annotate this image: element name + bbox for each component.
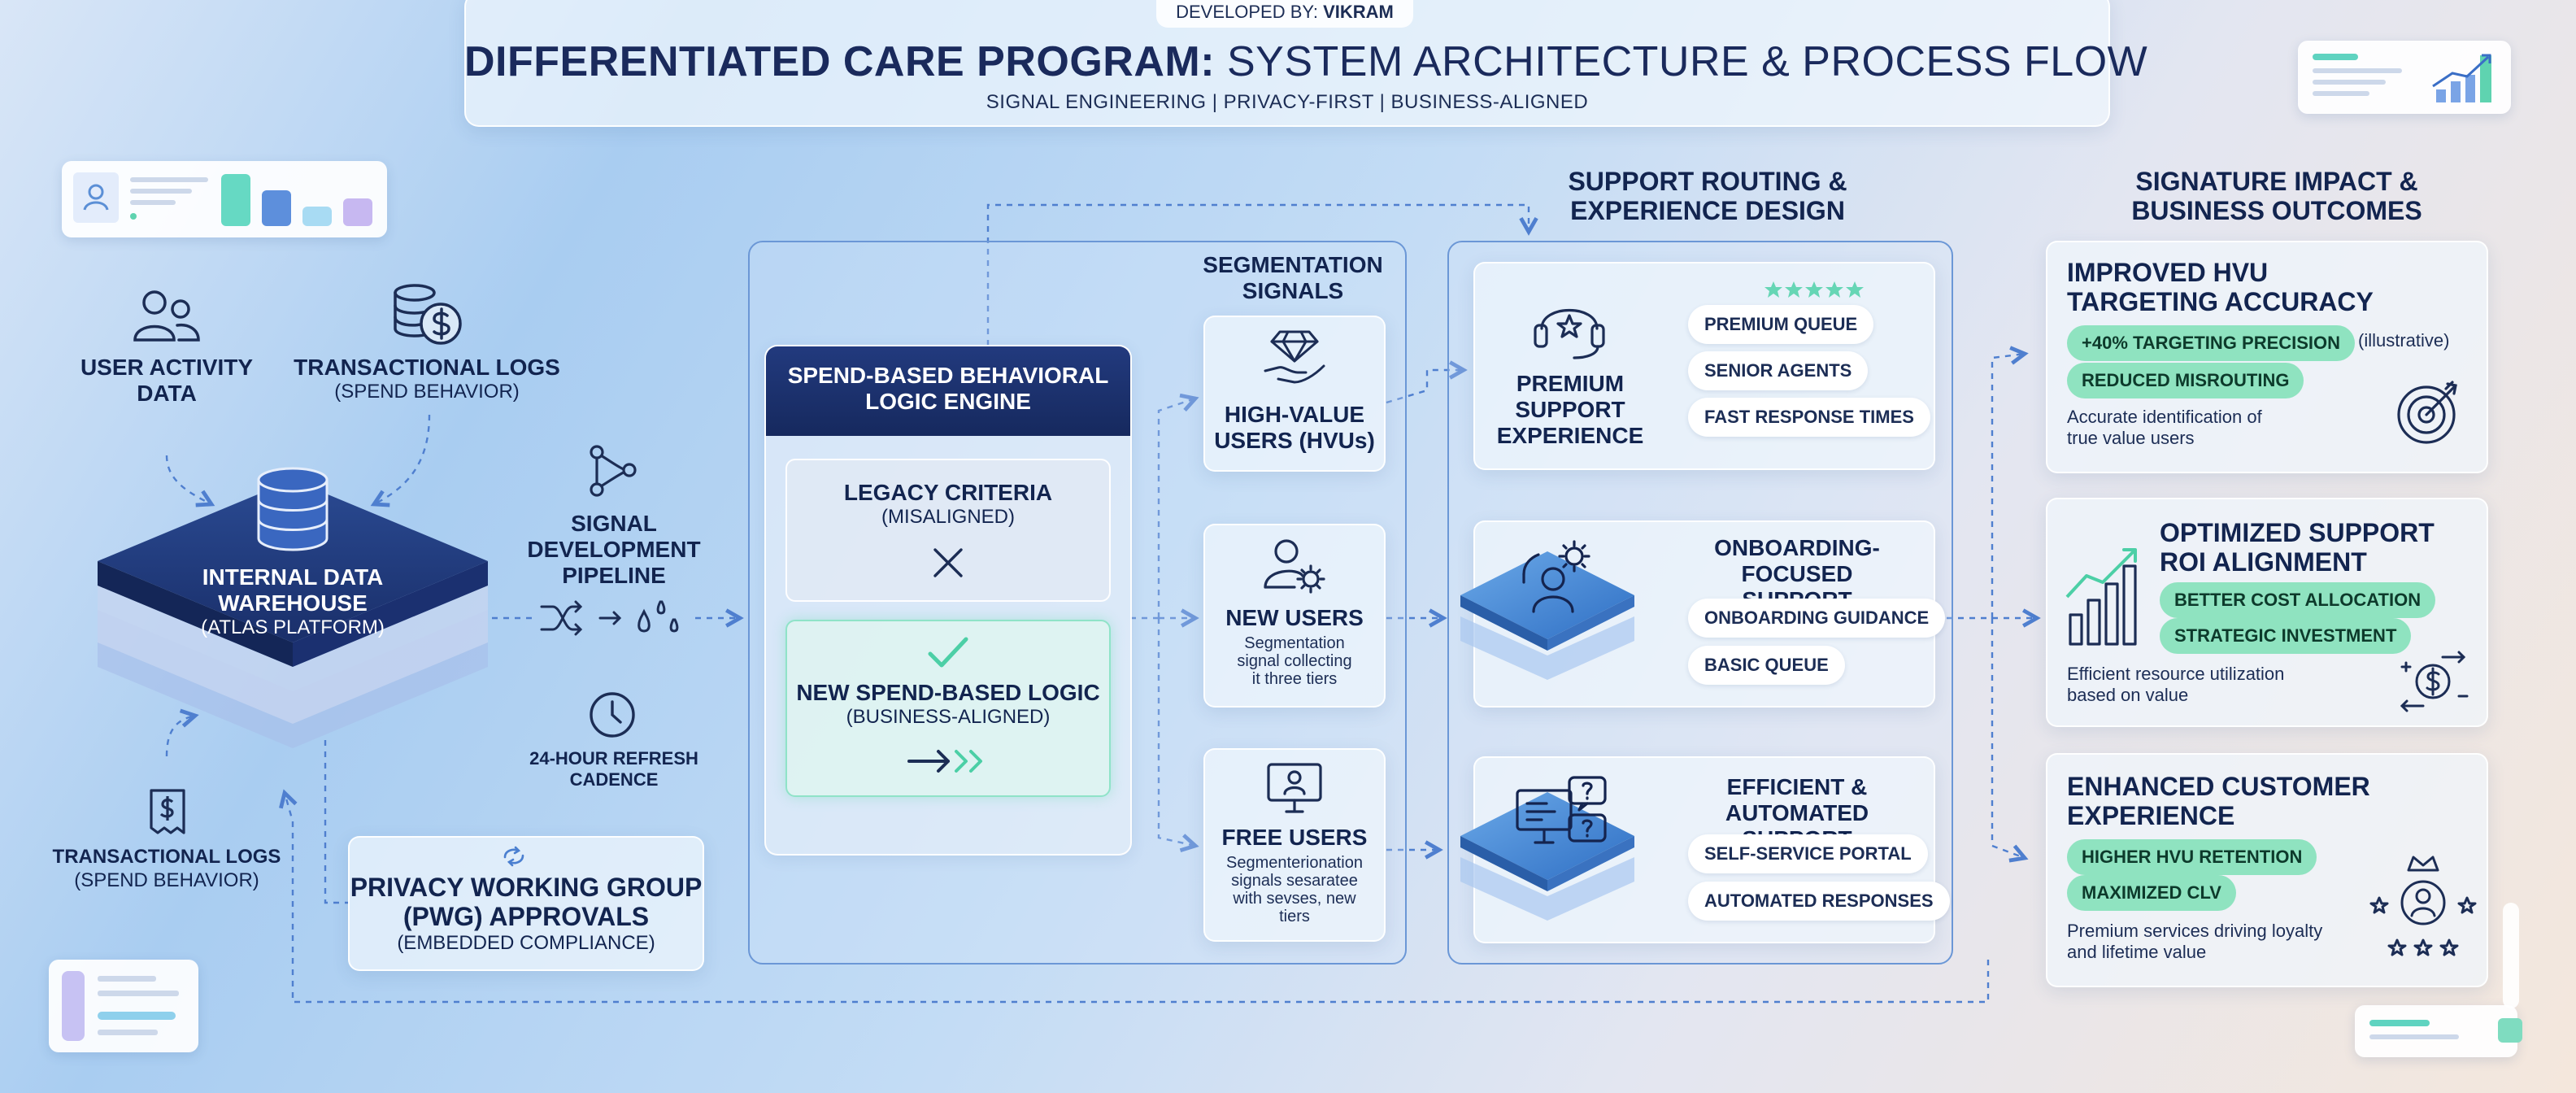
checkmark-icon — [928, 637, 968, 668]
decor-toggle-card-icon — [2369, 1018, 2522, 1043]
warehouse-label: INTERNAL DATA WAREHOUSE (ATLAS PLATFORM) — [201, 564, 385, 639]
database-icon — [257, 467, 329, 551]
legacy-criteria-label: LEGACY CRITERIA (MISALIGNED) — [843, 480, 1053, 529]
decor-widget-bottom-left — [49, 960, 198, 1052]
x-mark-icon — [933, 548, 963, 577]
pill-premium-queue: PREMIUM QUEUE — [1688, 305, 1874, 344]
pipeline-flow-icons — [540, 600, 679, 636]
clock-icon — [590, 692, 635, 738]
segmentation-title: SEGMENTATION SIGNALS — [1203, 252, 1383, 304]
monitor-user-icon — [1267, 763, 1322, 813]
pill-cost-allocation: BETTER COST ALLOCATION — [2160, 582, 2436, 618]
onboarding-platform — [1460, 551, 1634, 680]
segment-card-free-users — [1203, 748, 1386, 942]
routing-efficient-label: EFFICIENT & AUTOMATED SUPPORT — [1725, 774, 1869, 851]
pill-fast-response: FAST RESPONSE TIMES — [1688, 398, 1930, 437]
pwg-card — [348, 836, 704, 971]
outcome-roi-desc: Efficient resource utilization based on … — [2067, 664, 2285, 706]
outcome-experience-desc: Premium services driving loyalty and lif… — [2067, 921, 2323, 963]
decor-slider-bar — [2503, 903, 2519, 1008]
outcome-roi-title: OPTIMIZED SUPPORT ROI ALIGNMENT — [2160, 518, 2435, 577]
segment-card-new-users — [1203, 524, 1386, 708]
pill-senior-agents: SENIOR AGENTS — [1688, 351, 1869, 390]
new-logic-card — [785, 620, 1111, 797]
segment-new-users-desc: Segmentation signal collecting it three … — [1237, 634, 1352, 688]
chat-monitor-icon — [1516, 776, 1607, 844]
decor-trend-chart-icon — [2313, 54, 2491, 102]
segment-free-users-desc: Segmenterionation signals sesaratee with… — [1226, 854, 1363, 925]
pill-basic-queue: BASIC QUEUE — [1688, 646, 1845, 685]
outcome-targeting-title: IMPROVED HVU TARGETING ACCURACY — [2067, 258, 2374, 316]
headset-star-icon — [1534, 308, 1605, 359]
legacy-criteria-card — [785, 459, 1111, 602]
pill-reduced-misrouting: REDUCED MISROUTING — [2067, 363, 2304, 398]
pill-maximized-clv: MAXIMIZED CLV — [2067, 875, 2236, 911]
pill-automated-responses: AUTOMATED RESPONSES — [1688, 882, 1950, 921]
segment-free-users-label: FREE USERS — [1221, 825, 1368, 850]
crowned-user-stars-icon — [2369, 856, 2477, 956]
routing-premium-label: PREMIUM SUPPORT EXPERIENCE — [1496, 371, 1644, 449]
receipt-icon — [150, 789, 185, 834]
developed-by: DEVELOPED BY: VIKRAM — [1156, 0, 1413, 28]
growth-chart-icon — [2065, 548, 2137, 646]
outcomes-title: SIGNATURE IMPACT & BUSINESS OUTCOMES — [2131, 167, 2422, 225]
page-subtitle: SIGNAL ENGINEERING | PRIVACY-FIRST | BUS… — [986, 91, 1589, 113]
pill-onboarding-guidance: ONBOARDING GUIDANCE — [1688, 599, 1946, 638]
decor-list-card-icon — [62, 971, 179, 1041]
illustrative-note: (illustrative) — [2358, 330, 2450, 351]
routing-title: SUPPORT ROUTING & EXPERIENCE DESIGN — [1568, 167, 1847, 225]
source-transactional-logs-top: TRANSACTIONAL LOGS (SPEND BEHAVIOR) — [294, 355, 560, 403]
five-stars-icon — [1764, 281, 1864, 298]
droplets-icon — [637, 600, 679, 633]
source-transactional-logs-bottom: TRANSACTIONAL LOGS (SPEND BEHAVIOR) — [52, 846, 281, 891]
pill-strategic-investment: STRATEGIC INVESTMENT — [2160, 618, 2412, 654]
outcome-targeting-desc: Accurate identification of true value us… — [2067, 407, 2262, 449]
user-gear-icon — [1264, 539, 1325, 594]
target-icon — [2397, 381, 2457, 444]
decor-widget-top-right — [2298, 41, 2511, 114]
segment-hvu-label: HIGH-VALUE USERS (HVUs) — [1214, 402, 1375, 454]
decor-widget-bottom-right — [2355, 1005, 2522, 1057]
pill-hvu-retention: HIGHER HVU RETENTION — [2067, 839, 2317, 875]
segment-new-users-label: NEW USERS — [1225, 605, 1364, 630]
shuffle-icon — [540, 600, 583, 636]
forward-arrows-icon — [907, 750, 982, 773]
money-exchange-icon — [2400, 651, 2469, 712]
logic-engine-header — [766, 346, 1130, 436]
outcome-experience-title: ENHANCED CUSTOMER EXPERIENCE — [2067, 772, 2370, 830]
refresh-cadence: 24-HOUR REFRESH CADENCE — [529, 748, 698, 790]
new-logic-label: NEW SPEND-BASED LOGIC (BUSINESS-ALIGNED) — [796, 680, 1100, 729]
coins-dollar-icon — [394, 284, 462, 345]
warehouse-platform — [98, 480, 488, 748]
decor-widget-top-left — [62, 161, 387, 237]
pill-self-service: SELF-SERVICE PORTAL — [1688, 834, 1928, 873]
user-gear-support-icon — [1522, 540, 1590, 613]
diamond-hand-icon — [1264, 330, 1325, 384]
pwg-label: PRIVACY WORKING GROUP (PWG) APPROVALS (E… — [350, 873, 703, 954]
pill-targeting-precision: +40% TARGETING PRECISION — [2067, 325, 2356, 361]
pipeline-label: SIGNAL DEVELOPMENT PIPELINE — [527, 511, 701, 589]
pipeline-nodes-icon — [590, 445, 637, 497]
arrow-right-icon — [598, 611, 622, 625]
page-title: DIFFERENTIATED CARE PROGRAM: SYSTEM ARCH… — [464, 38, 2148, 85]
decor-profile-bars-icon — [73, 172, 372, 226]
source-user-activity: USER ACTIVITY DATA — [80, 355, 254, 407]
sync-icon — [503, 846, 524, 867]
users-icon — [133, 290, 200, 342]
logic-engine-title: SPEND-BASED BEHAVIORAL LOGIC ENGINE — [787, 363, 1109, 415]
